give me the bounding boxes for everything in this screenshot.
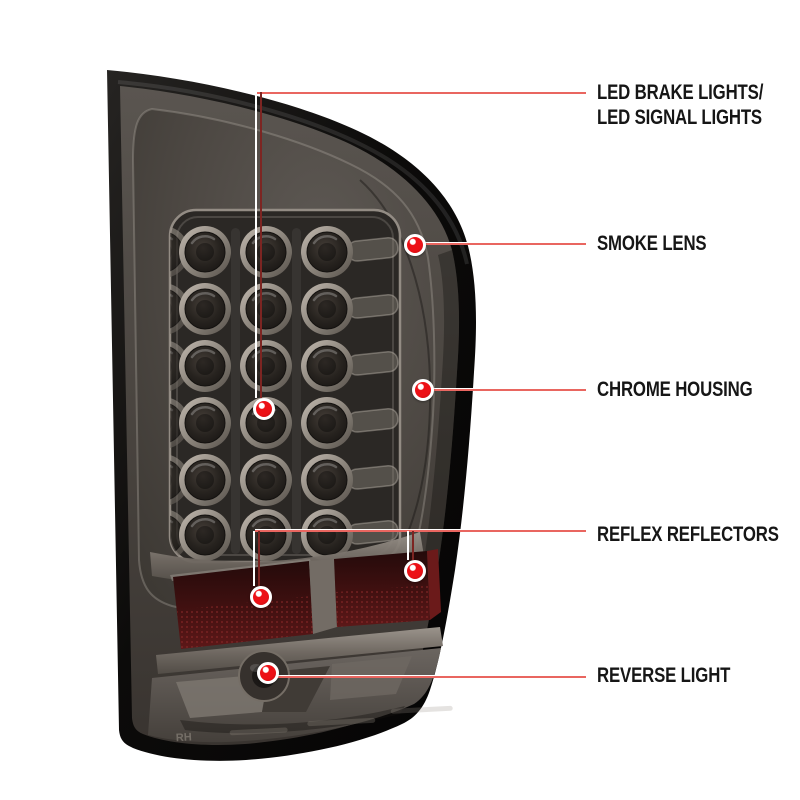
callout-label-led-lights: LED BRAKE LIGHTS/ LED SIGNAL LIGHTS [597, 80, 763, 130]
leader-drop-reflex-left [253, 531, 260, 586]
leader-line-led-lights [257, 91, 586, 94]
marker-dot-chrome-housing [412, 379, 434, 401]
callout-label-reflex-reflectors: REFLEX REFLECTORS [597, 523, 779, 546]
svg-text:RH: RH [176, 731, 193, 744]
molded-marking-text: RH [176, 705, 453, 744]
leader-drop-led-lights [255, 92, 262, 398]
callout-label-led-line2: LED SIGNAL LIGHTS [597, 106, 762, 129]
leader-line-smoke-lens [414, 242, 586, 245]
reflex-reflectors [170, 549, 441, 649]
callout-label-smoke-lens: SMOKE LENS [597, 232, 707, 255]
marker-dot-reflex-left [250, 586, 272, 608]
leader-line-reverse-light [267, 675, 586, 678]
marker-dot-smoke-lens [404, 234, 426, 256]
led-array [168, 208, 402, 564]
leader-line-reflex-reflectors [255, 529, 586, 532]
marker-dot-led-lights [253, 398, 275, 420]
leader-line-chrome-housing [422, 388, 586, 391]
leader-drop-reflex-right [407, 531, 414, 560]
callout-label-led-line1: LED BRAKE LIGHTS/ [597, 81, 764, 104]
chrome-trim-band-lower [156, 627, 443, 674]
callout-label-reverse-light: REVERSE LIGHT [597, 664, 731, 687]
callout-label-chrome-housing: CHROME HOUSING [597, 378, 753, 401]
marker-dot-reflex-right [404, 560, 426, 582]
marker-dot-reverse-light [257, 662, 279, 684]
